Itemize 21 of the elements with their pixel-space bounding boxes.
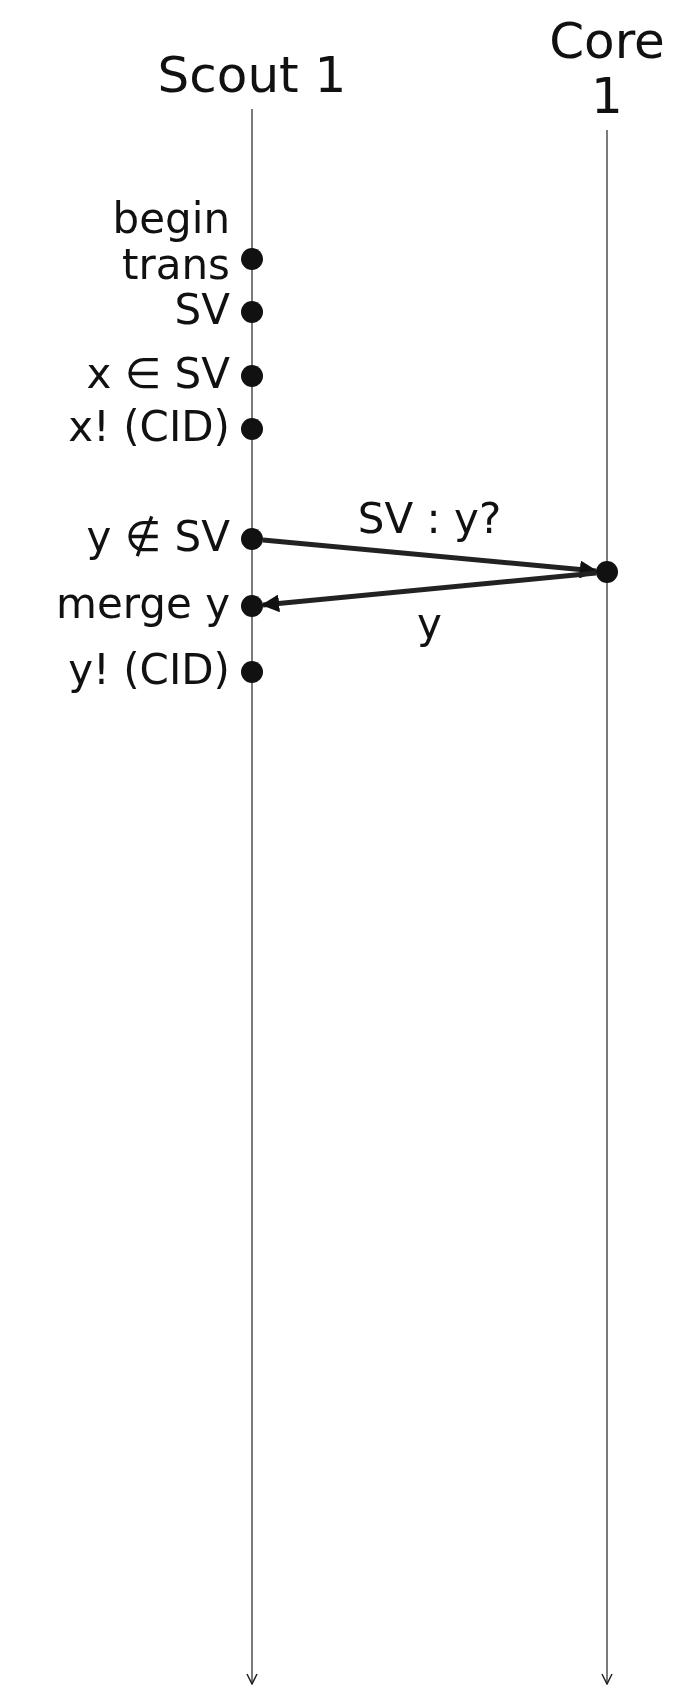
lifeline-arrow (601, 129, 613, 1685)
event-label: y! (CID) (68, 647, 230, 694)
event-label: x! (CID) (68, 404, 230, 451)
event-dot (241, 301, 263, 323)
event-label: x ∈ SV (86, 351, 230, 398)
event-label: begin trans (111, 196, 230, 289)
event-label: SV (174, 287, 230, 334)
lifeline-header: Core 1 (542, 14, 672, 124)
event-label: y ∉ SV (86, 514, 230, 561)
event-dot (241, 528, 263, 550)
lifeline-header: Scout 1 (137, 48, 367, 103)
lifeline-arrow (246, 108, 258, 1685)
event-dot (596, 561, 618, 583)
message-arrow (262, 537, 598, 579)
event-dot (241, 595, 263, 617)
message-arrow (261, 570, 597, 613)
event-dot (241, 365, 263, 387)
event-dot (241, 418, 263, 440)
event-dot (241, 661, 263, 683)
event-dot (241, 248, 263, 270)
event-label: merge y (56, 581, 230, 628)
